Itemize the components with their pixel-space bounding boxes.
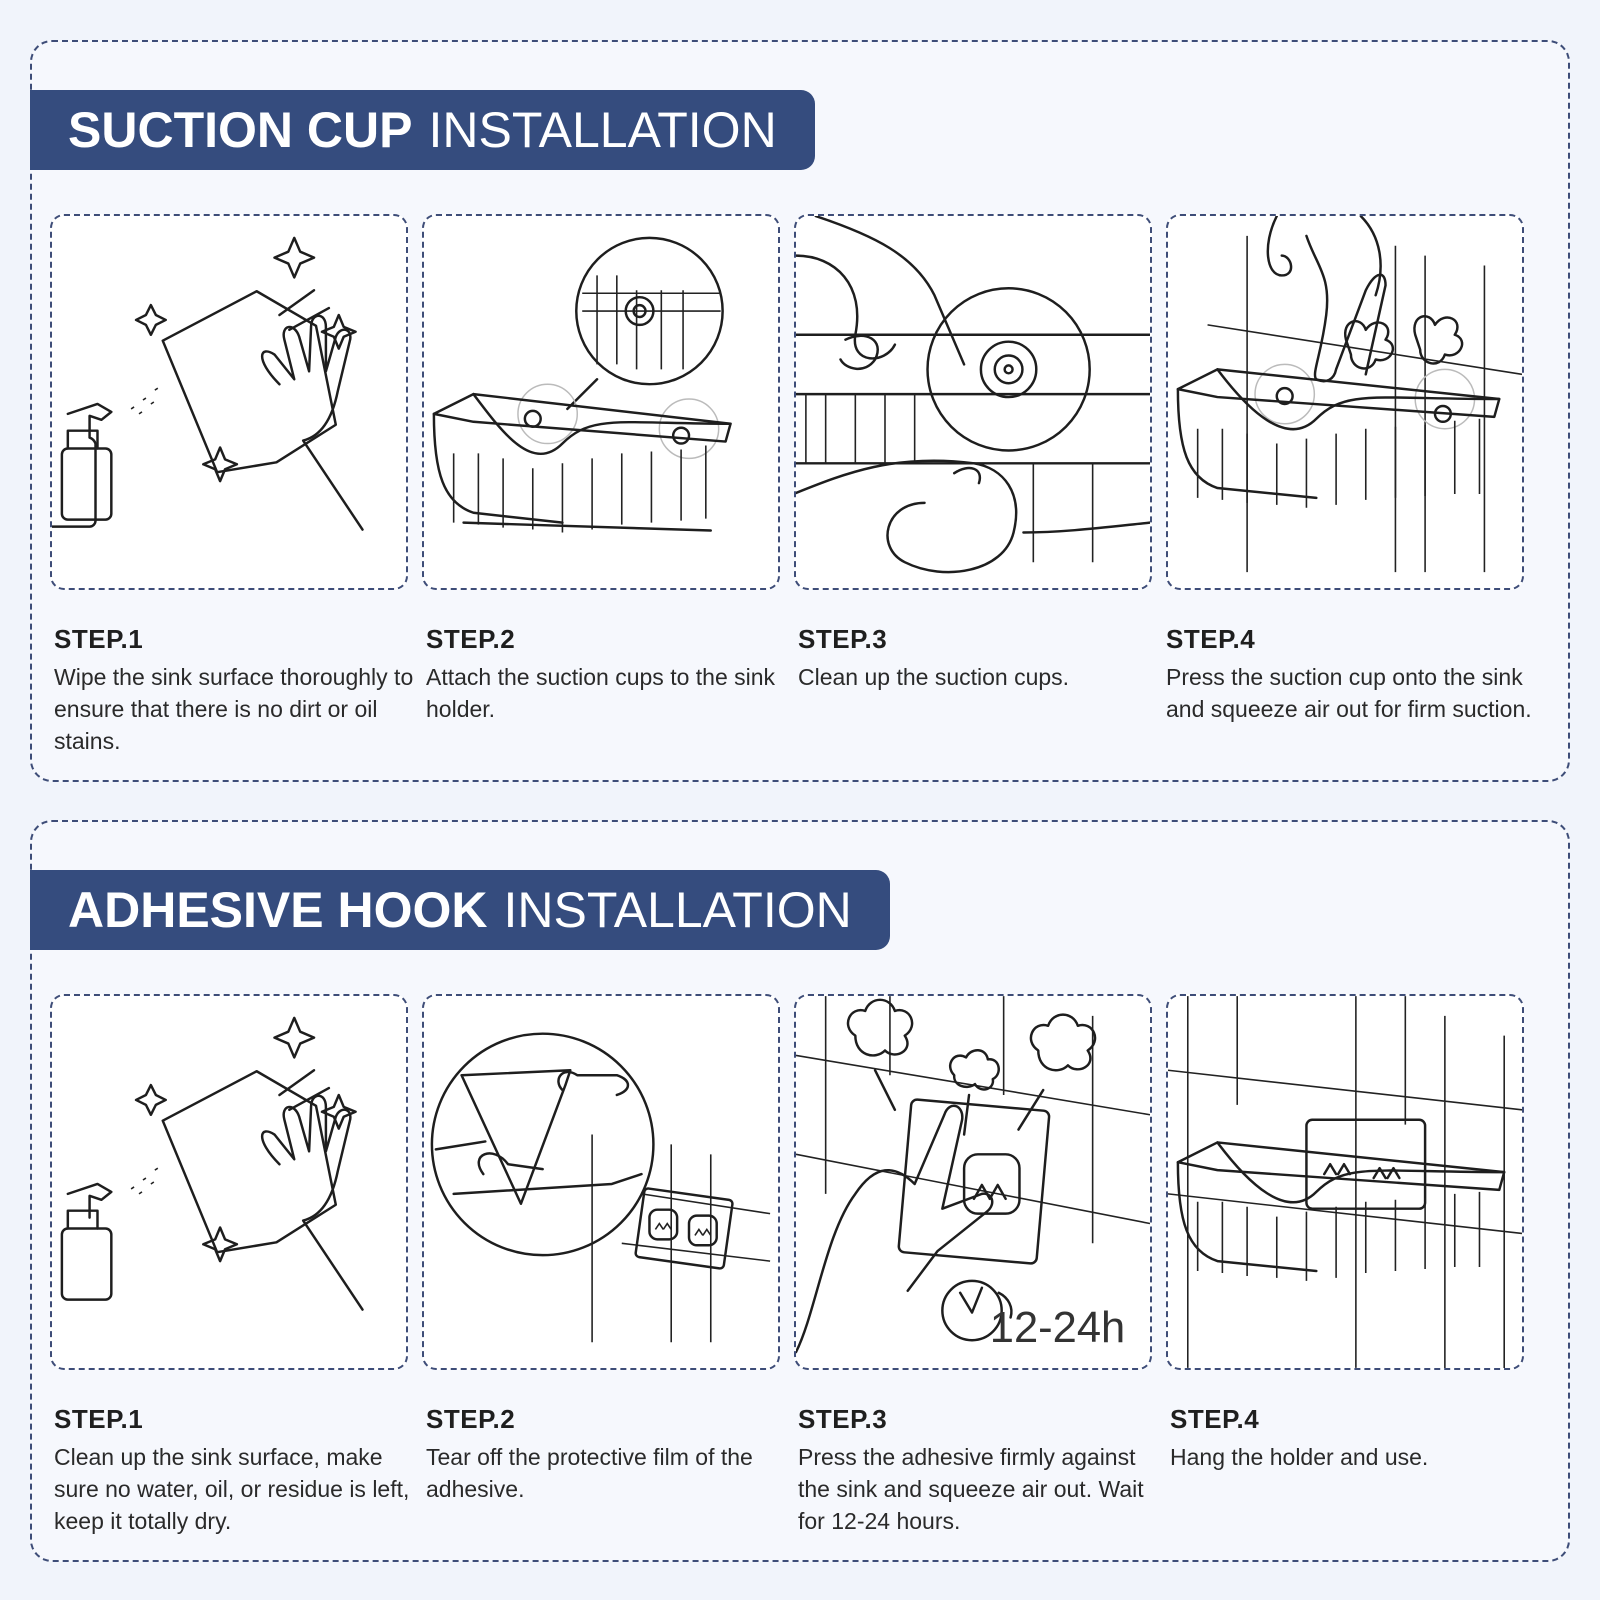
hanging-basket-icon bbox=[1168, 996, 1522, 1368]
timer-label: 12-24h bbox=[990, 1304, 1125, 1352]
step-description: Attach the suction cups to the sink hold… bbox=[426, 664, 776, 722]
step-caption: STEP.2 Attach the suction cups to the si… bbox=[426, 624, 796, 725]
step-caption: STEP.1 Wipe the sink surface thoroughly … bbox=[54, 624, 424, 757]
step-description: Tear off the protective film of the adhe… bbox=[426, 1444, 753, 1502]
press-hand-icon bbox=[1176, 216, 1522, 573]
step-caption: STEP.1 Clean up the sink surface, make s… bbox=[54, 1404, 424, 1537]
banner-title-bold: ADHESIVE HOOK bbox=[68, 882, 488, 938]
step-caption: STEP.2 Tear off the protective film of t… bbox=[426, 1404, 796, 1505]
section-banner: ADHESIVE HOOK INSTALLATION bbox=[30, 870, 890, 950]
illustration-panel bbox=[422, 214, 780, 590]
step-caption: STEP.3 Press the adhesive firmly against… bbox=[798, 1404, 1168, 1537]
section-banner: SUCTION CUP INSTALLATION bbox=[30, 90, 815, 170]
step-title: STEP.4 bbox=[1170, 1404, 1260, 1434]
suction-basket-icon bbox=[432, 236, 732, 533]
step-caption: STEP.4 Hang the holder and use. bbox=[1170, 1404, 1540, 1473]
step-title: STEP.2 bbox=[426, 624, 516, 654]
adhesive-hook-icon: 12-24h bbox=[796, 996, 1150, 1354]
illustration-panel bbox=[794, 214, 1152, 590]
illustration-panel bbox=[50, 994, 408, 1370]
spray-bottle-icon bbox=[60, 1016, 364, 1311]
step-description: Press the suction cup onto the sink and … bbox=[1166, 664, 1532, 722]
adhesive-film-icon bbox=[430, 1032, 771, 1343]
banner-title-bold: SUCTION CUP bbox=[68, 102, 413, 158]
illustration-panel: 12-24h bbox=[794, 994, 1152, 1370]
step-description: Wipe the sink surface thoroughly to ensu… bbox=[54, 664, 414, 754]
suction-cup-section: SUCTION CUP INSTALLATION bbox=[30, 40, 1570, 782]
step-description: Clean up the sink surface, make sure no … bbox=[54, 1444, 410, 1534]
cloth-wipe-icon bbox=[52, 236, 364, 531]
step-title: STEP.4 bbox=[1166, 624, 1256, 654]
clock-icon bbox=[941, 1279, 1003, 1342]
step-description: Press the adhesive firmly against the si… bbox=[798, 1444, 1144, 1534]
banner-title-rest: INSTALLATION bbox=[428, 102, 777, 158]
step-description: Clean up the suction cups. bbox=[798, 664, 1070, 690]
adhesive-hook-section: ADHESIVE HOOK INSTALLATION bbox=[30, 820, 1570, 1562]
illustration-panel bbox=[1166, 214, 1524, 590]
step-title: STEP.1 bbox=[54, 1404, 144, 1434]
illustration-panel bbox=[1166, 994, 1524, 1370]
banner-title-rest: INSTALLATION bbox=[503, 882, 852, 938]
step-title: STEP.2 bbox=[426, 1404, 516, 1434]
step-title: STEP.3 bbox=[798, 1404, 888, 1434]
step-title: STEP.3 bbox=[798, 624, 888, 654]
step-description: Hang the holder and use. bbox=[1170, 1444, 1429, 1470]
step-caption: STEP.4 Press the suction cup onto the si… bbox=[1166, 624, 1536, 725]
illustration-panel bbox=[422, 994, 780, 1370]
step-title: STEP.1 bbox=[54, 624, 144, 654]
illustration-panel bbox=[50, 214, 408, 590]
step-caption: STEP.3 Clean up the suction cups. bbox=[798, 624, 1168, 693]
suction-cup-icon bbox=[796, 216, 1150, 574]
